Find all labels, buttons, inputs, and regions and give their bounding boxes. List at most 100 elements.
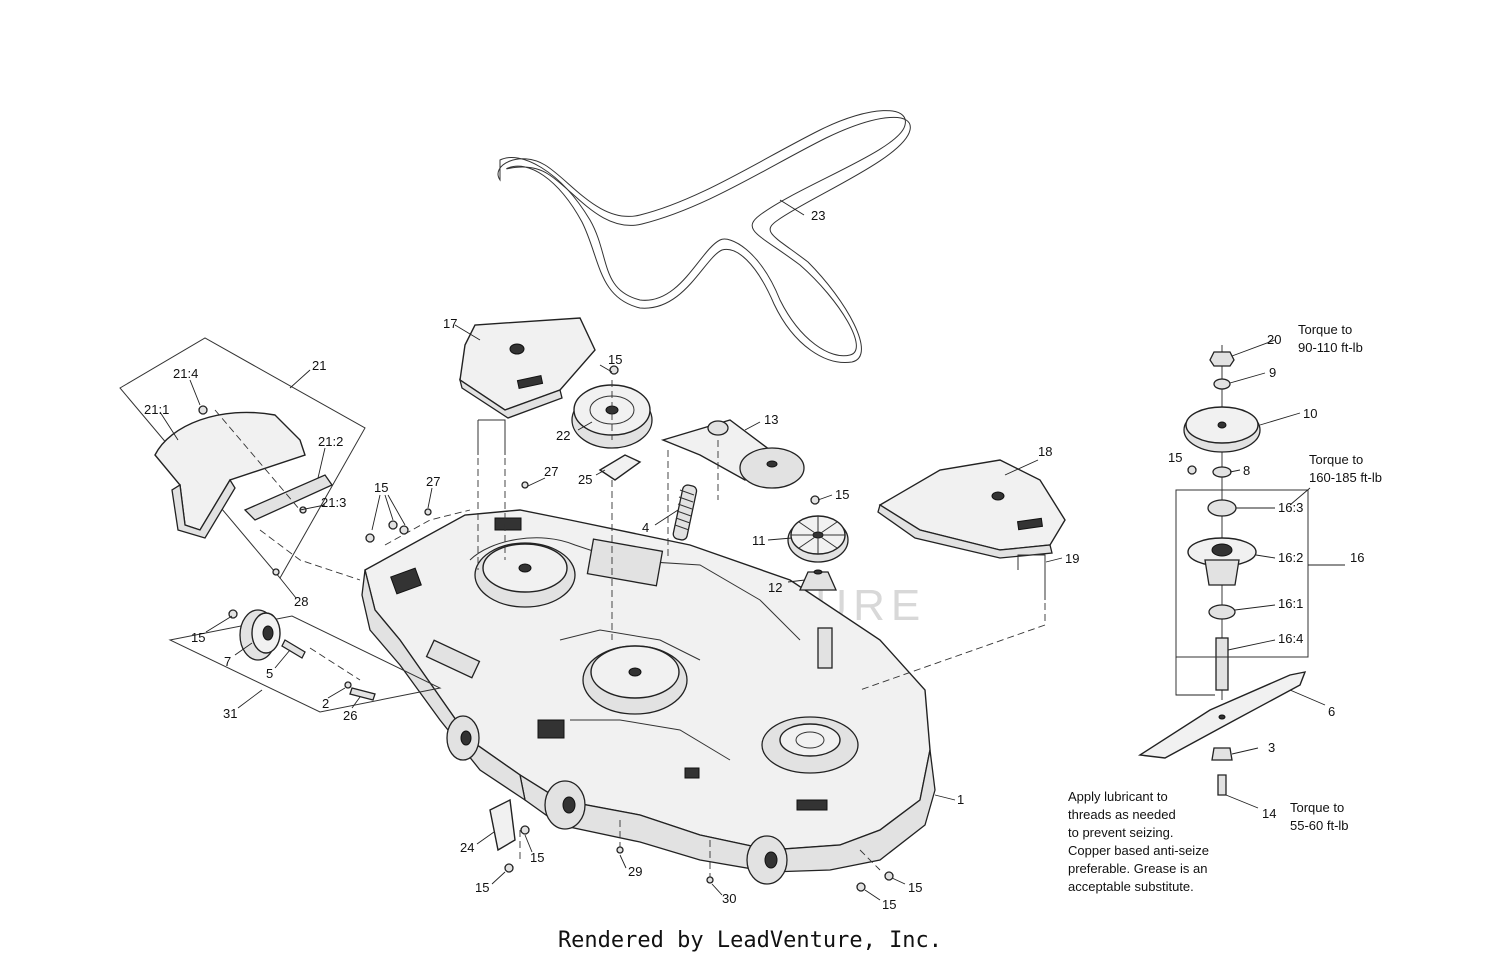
bearing-16-1 bbox=[1208, 604, 1236, 620]
belt-cover-right bbox=[877, 459, 1066, 559]
lube-line1: Apply lubricant to bbox=[1068, 789, 1168, 804]
blade-washer-3 bbox=[1211, 747, 1233, 761]
bearing-8 bbox=[1212, 466, 1232, 478]
callout-11: 11 bbox=[752, 533, 766, 548]
callout-12: 12 bbox=[768, 580, 782, 595]
callout-16-3: 16:3 bbox=[1278, 500, 1303, 515]
callout-28: 28 bbox=[294, 594, 308, 609]
callout-15-pulley11: 15 bbox=[835, 487, 849, 502]
callout-15-top: 15 bbox=[608, 352, 622, 367]
callout-1: 1 bbox=[957, 792, 964, 807]
callout-15-hardware: 15 bbox=[374, 480, 388, 495]
cover-pin-17 bbox=[477, 419, 506, 455]
callout-8: 8 bbox=[1243, 463, 1250, 478]
callout-15-wheel: 15 bbox=[191, 630, 205, 645]
spindle-shaft-16-4 bbox=[1215, 637, 1229, 691]
deck-wheel-right bbox=[746, 835, 788, 885]
pulley-bracket-25 bbox=[598, 454, 642, 481]
callout-21-3: 21:3 bbox=[321, 495, 346, 510]
gauge-wheel bbox=[239, 609, 281, 661]
belt-cover-left bbox=[458, 317, 596, 419]
callout-16-1: 16:1 bbox=[1278, 596, 1303, 611]
kit-16-frame bbox=[1175, 489, 1309, 658]
torque-20-line2: 90-110 ft-lb bbox=[1298, 340, 1363, 355]
torque-20-line1: Torque to bbox=[1298, 322, 1352, 337]
hardware-nuts bbox=[198, 365, 1197, 892]
callout-15-lower-right-b: 15 bbox=[882, 897, 896, 912]
washer-9 bbox=[1213, 378, 1231, 390]
callout-9: 9 bbox=[1269, 365, 1276, 380]
callout-20: 20 bbox=[1267, 332, 1281, 347]
lube-line3: to prevent seizing. bbox=[1068, 825, 1174, 840]
anti-scalp-bracket-24 bbox=[489, 798, 516, 852]
torque-16-line1: Torque to bbox=[1309, 452, 1363, 467]
callout-26: 26 bbox=[343, 708, 357, 723]
callout-31: 31 bbox=[223, 706, 237, 721]
spindle-stack bbox=[1137, 345, 1307, 796]
callout-3: 3 bbox=[1268, 740, 1275, 755]
deck-spindle-right bbox=[761, 716, 859, 774]
deflector-bracket bbox=[243, 474, 333, 521]
callout-5: 5 bbox=[266, 666, 273, 681]
callout-15-front: 15 bbox=[530, 850, 544, 865]
callout-29: 29 bbox=[628, 864, 642, 879]
callout-27-left: 27 bbox=[426, 474, 440, 489]
leader-lines bbox=[159, 199, 1345, 901]
callout-30: 30 bbox=[722, 891, 736, 906]
bolt-26 bbox=[349, 687, 376, 701]
callout-21-4: 21:4 bbox=[173, 366, 198, 381]
lube-line5: preferable. Grease is an bbox=[1068, 861, 1207, 876]
blade-bolt-14 bbox=[1217, 774, 1227, 796]
callout-16: 16 bbox=[1350, 550, 1364, 565]
tension-spring bbox=[672, 484, 698, 541]
kit-21-frame bbox=[119, 337, 366, 579]
lube-line2: threads as needed bbox=[1068, 807, 1176, 822]
callout-21: 21 bbox=[312, 358, 326, 373]
callout-22: 22 bbox=[556, 428, 570, 443]
drive-belt bbox=[497, 110, 911, 363]
callout-15-lower-right-a: 15 bbox=[908, 880, 922, 895]
callout-4: 4 bbox=[642, 520, 649, 535]
deck-wheel-left bbox=[446, 715, 480, 761]
footer-credit: Rendered by LeadVenture, Inc. bbox=[557, 928, 943, 953]
callout-16-2: 16:2 bbox=[1278, 550, 1303, 565]
callout-10: 10 bbox=[1303, 406, 1317, 421]
flat-idler-pulley-11 bbox=[787, 515, 849, 563]
callout-15-lower-left: 15 bbox=[475, 880, 489, 895]
callout-25: 25 bbox=[578, 472, 592, 487]
torque-14-line2: 55-60 ft-lb bbox=[1290, 818, 1349, 833]
torque-16-line2: 160-185 ft-lb bbox=[1309, 470, 1382, 485]
torque-14-line1: Torque to bbox=[1290, 800, 1344, 815]
callout-23: 23 bbox=[811, 208, 825, 223]
wheel-bolt-5 bbox=[281, 639, 306, 659]
discharge-deflector bbox=[154, 411, 306, 539]
lube-line4: Copper based anti-seize bbox=[1068, 843, 1209, 858]
spacer-bushing-12 bbox=[798, 569, 838, 591]
bearing-16-3 bbox=[1207, 499, 1237, 517]
callout-16-4: 16:4 bbox=[1278, 631, 1303, 646]
callout-15-spindle: 15 bbox=[1168, 450, 1182, 465]
callout-21-2: 21:2 bbox=[318, 434, 343, 449]
nut-20 bbox=[1209, 351, 1235, 367]
cover-pin-19 bbox=[1017, 554, 1046, 600]
callout-labels: 1 20 9 10 8 15 16:3 16:2 16 16:1 16:4 6 … bbox=[144, 208, 1364, 912]
callout-7: 7 bbox=[224, 654, 231, 669]
callout-19: 19 bbox=[1065, 551, 1079, 566]
lube-line6: acceptable substitute. bbox=[1068, 879, 1194, 894]
deck-pulley-center bbox=[582, 645, 688, 715]
lubricant-note: Apply lubricant to threads as needed to … bbox=[1068, 789, 1209, 894]
idler-arm-assembly bbox=[660, 419, 805, 489]
deck-pulley-left bbox=[474, 542, 576, 608]
callout-2: 2 bbox=[322, 696, 329, 711]
callout-17: 17 bbox=[443, 316, 457, 331]
callout-24: 24 bbox=[460, 840, 474, 855]
callout-21-1: 21:1 bbox=[144, 402, 169, 417]
callout-27-right: 27 bbox=[544, 464, 558, 479]
callout-14: 14 bbox=[1262, 806, 1276, 821]
callout-13: 13 bbox=[764, 412, 778, 427]
callout-6: 6 bbox=[1328, 704, 1335, 719]
deck-wheel-front bbox=[544, 780, 586, 830]
torque-notes: Torque to 90-110 ft-lb Torque to 160-185… bbox=[1290, 322, 1382, 833]
callout-18: 18 bbox=[1038, 444, 1052, 459]
